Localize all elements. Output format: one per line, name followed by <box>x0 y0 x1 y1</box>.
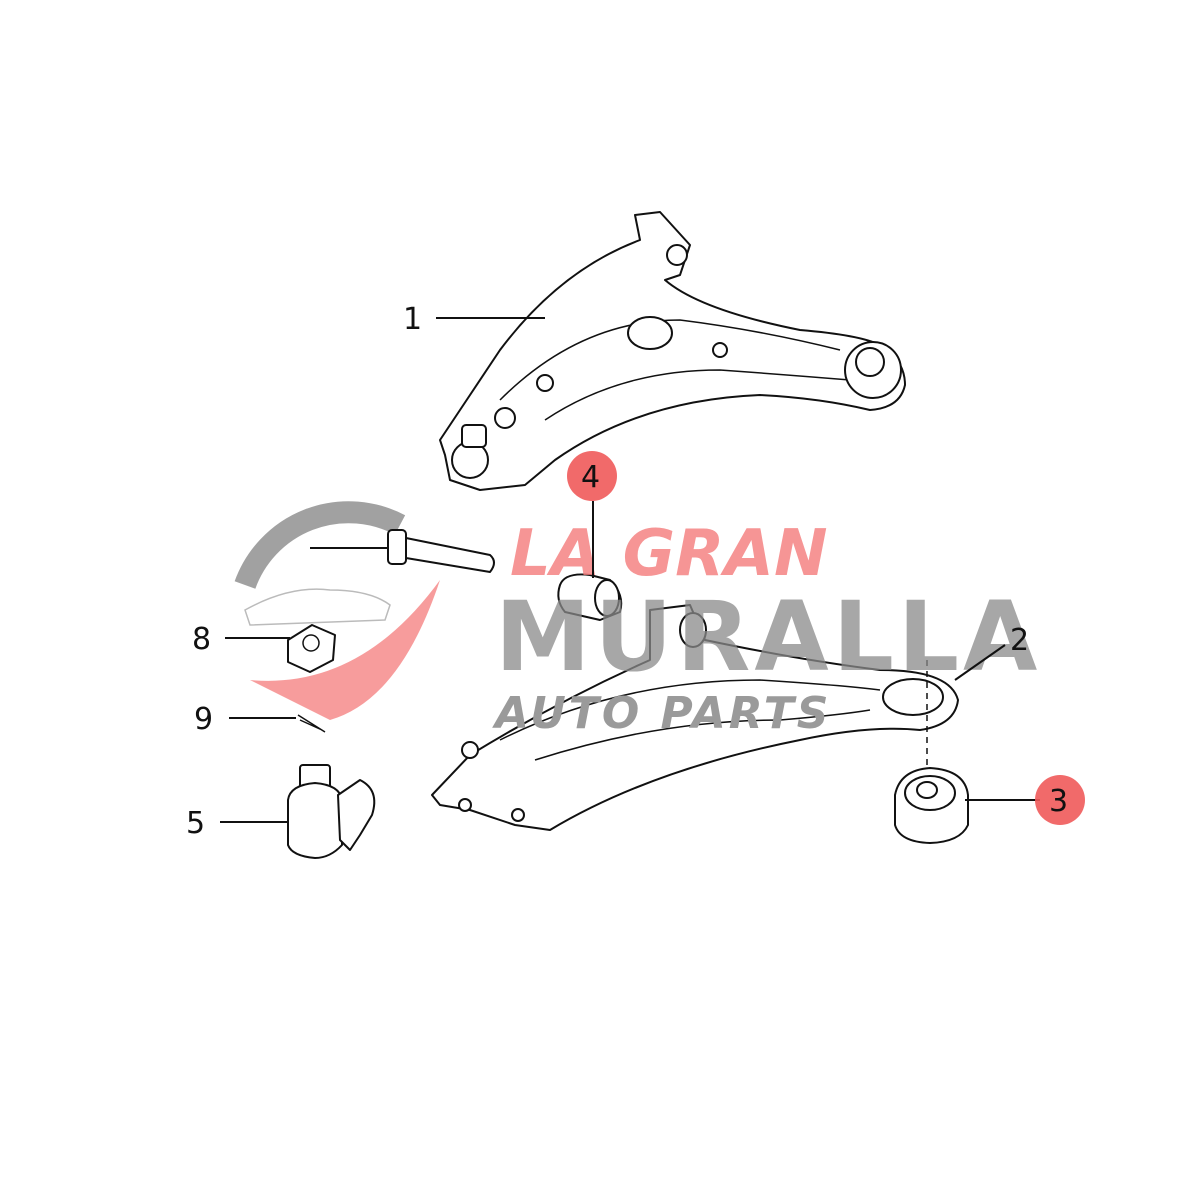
lower-control-arm <box>431 604 959 831</box>
cotter-pin <box>297 714 326 733</box>
callout-number: 2 <box>1010 623 1029 658</box>
castle-nut <box>287 624 336 673</box>
callout-9: 9 <box>194 702 296 737</box>
watermark-text: LA GRAN MURALLA AUTO PARTS <box>492 517 1041 739</box>
callout-4: 4 <box>567 451 617 578</box>
callout-number: 3 <box>1049 784 1068 819</box>
callout-number: 4 <box>581 460 600 495</box>
callout-number: 8 <box>192 622 211 657</box>
watermark-line3: AUTO PARTS <box>492 688 831 739</box>
watermark-line2: MURALLA <box>495 581 1041 693</box>
callout-8: 8 <box>192 622 290 657</box>
bolt <box>387 529 495 573</box>
upper-control-arm <box>439 211 906 491</box>
callout-number: 1 <box>403 302 422 337</box>
callout-number: 5 <box>186 806 205 841</box>
callout-1: 1 <box>403 302 545 337</box>
callout-5: 5 <box>186 806 288 841</box>
watermark-line1: LA GRAN <box>510 517 828 591</box>
front-bushing <box>557 573 623 621</box>
callout-3: 3 <box>965 775 1085 825</box>
callout-2: 2 <box>954 623 1029 681</box>
ball-joint <box>287 764 376 859</box>
callout-number: 9 <box>194 702 213 737</box>
watermark-logo <box>234 501 440 720</box>
rear-bushing <box>894 767 969 844</box>
